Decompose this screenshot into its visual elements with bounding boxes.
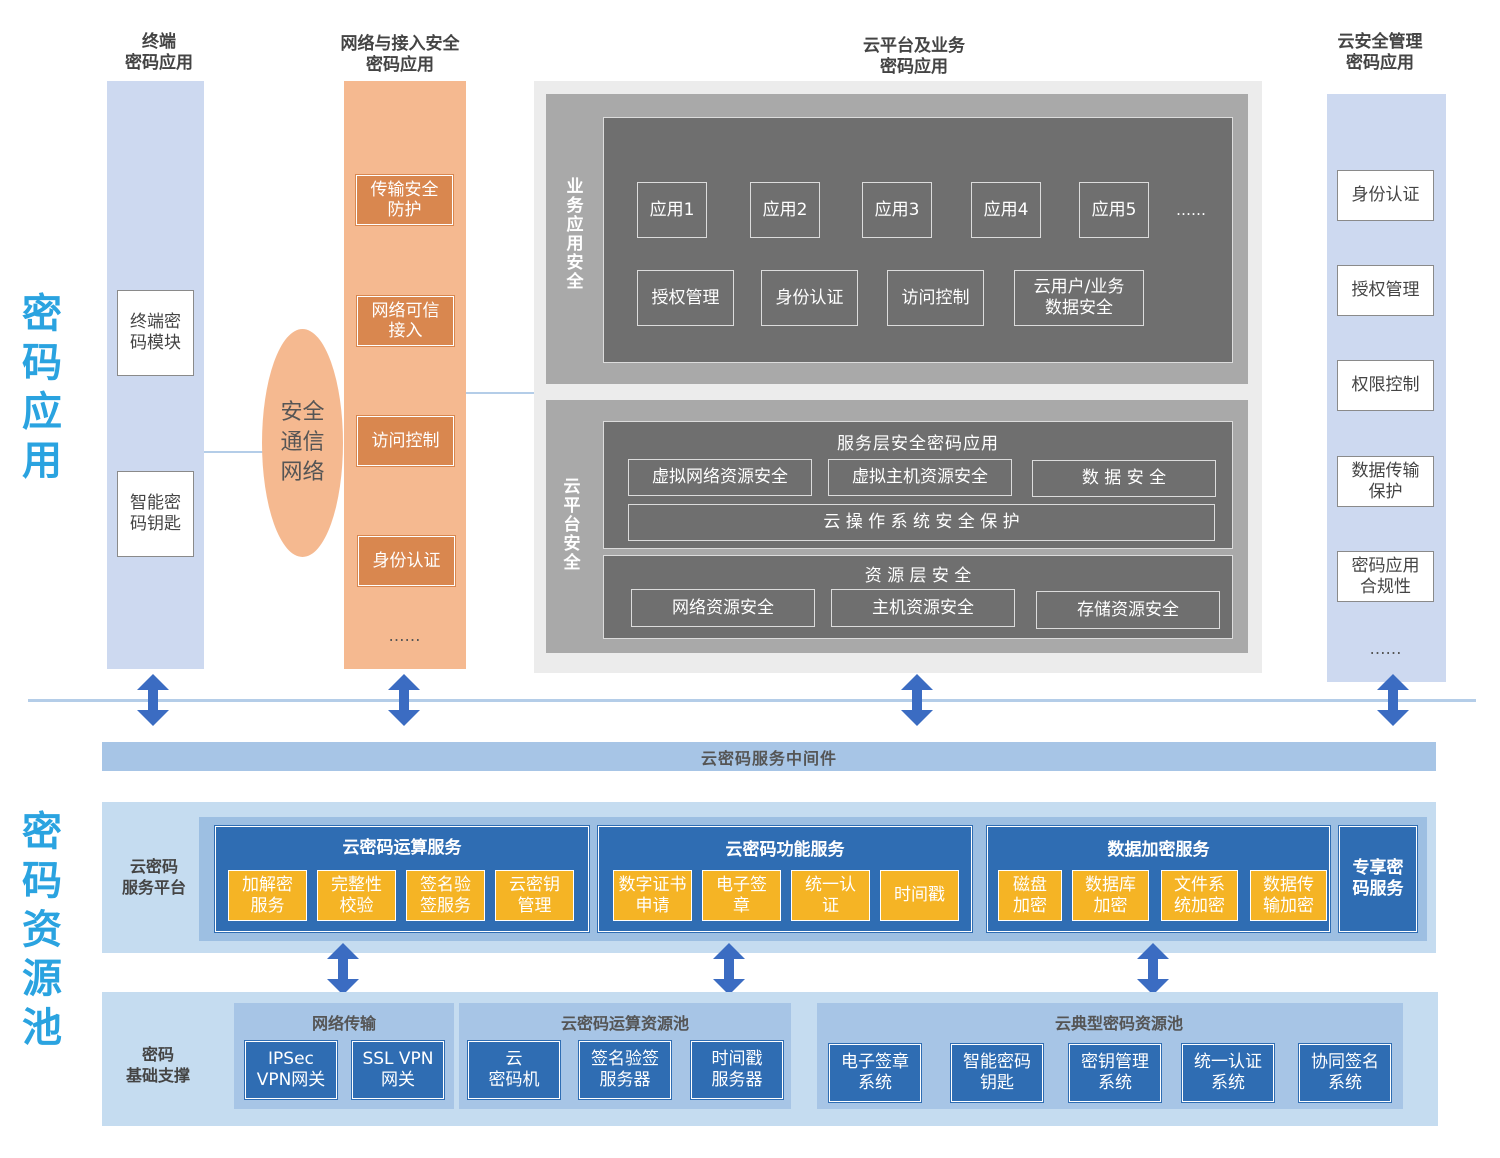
- terminal-ellipse-connector: [203, 451, 265, 453]
- pool-arrow-2-icon: [713, 943, 745, 995]
- mgmt-identity-auth-box: 身份认证: [1337, 170, 1434, 221]
- app-1: 应用1: [637, 182, 707, 238]
- side-label-crypto-resource-pool: 密 码 资 源 池: [22, 809, 62, 1051]
- business-access-control-box: 访问控制: [887, 270, 984, 326]
- service-layer-title: 服务层安全密码应用: [837, 433, 999, 454]
- ssl-vpn-gateway-box: SSL VPN 网关: [352, 1041, 444, 1099]
- virtual-host-security-box: 虚拟主机资源安全: [828, 459, 1012, 496]
- e-seal-box: 电子签 章: [702, 870, 781, 921]
- business-inner-panel: [603, 117, 1233, 363]
- smart-crypto-key: 智能密 码钥匙: [117, 471, 194, 557]
- app-4: 应用4: [971, 182, 1041, 238]
- side-label-crypto-application: 密 码 应 用: [22, 291, 62, 484]
- crypto-function-service-title: 云密码功能服务: [725, 839, 845, 860]
- secure-comm-network-ellipse: 安全 通信 网络: [262, 329, 343, 557]
- key-mgmt-system-box: 密钥管理 系统: [1069, 1044, 1161, 1102]
- app-3: 应用3: [862, 182, 932, 238]
- network-more-ellipsis: ……: [388, 625, 421, 645]
- apps-more-ellipsis: ……: [1176, 201, 1206, 219]
- business-identity-auth-box: 身份认证: [761, 270, 858, 326]
- filesystem-encryption-box: 文件系 统加密: [1161, 870, 1238, 921]
- transfer-encryption-box: 数据传 输加密: [1250, 870, 1327, 921]
- app-2: 应用2: [750, 182, 820, 238]
- signature-server-box: 签名验签 服务器: [579, 1041, 671, 1099]
- pool-arrow-3-icon: [1137, 943, 1169, 995]
- storage-resource-security-box: 存储资源安全: [1036, 591, 1220, 629]
- encrypt-decrypt-service-box: 加解密 服务: [228, 870, 307, 921]
- mgmt-crypto-compliance-box: 密码应用 合规性: [1337, 551, 1434, 602]
- unified-auth-box: 统一认 证: [791, 870, 870, 921]
- terminal-crypto-module: 终端密 码模块: [117, 290, 194, 376]
- mgmt-more-ellipsis: ……: [1369, 638, 1402, 658]
- digital-cert-request-box: 数字证书 申请: [613, 870, 692, 921]
- unified-auth-system-box: 统一认证 系统: [1182, 1044, 1274, 1102]
- host-resource-security-box: 主机资源安全: [831, 589, 1015, 627]
- cloud-crypto-machine-box: 云 密码机: [468, 1041, 560, 1099]
- collaborative-signature-box: 协同签名 系统: [1299, 1044, 1391, 1102]
- identity-auth-box: 身份认证: [358, 536, 455, 586]
- authorization-mgmt-box: 授权管理: [637, 270, 734, 326]
- terminal-column-title: 终端 密码应用: [125, 32, 193, 73]
- network-resource-security-box: 网络资源安全: [631, 589, 815, 627]
- trusted-access-box: 网络可信 接入: [357, 296, 454, 346]
- pool-arrow-1-icon: [327, 943, 359, 995]
- database-encryption-box: 数据库 加密: [1072, 870, 1149, 921]
- crypto-compute-pool-title: 云密码运算资源池: [560, 1014, 689, 1033]
- smart-key-box: 智能密码 钥匙: [951, 1044, 1043, 1102]
- mgmt-column-title: 云安全管理 密码应用: [1337, 32, 1423, 73]
- integrity-check-box: 完整性 校验: [317, 870, 396, 921]
- cloud-user-data-security-box: 云用户/业务 数据安全: [1014, 270, 1144, 326]
- platform-security-label: 云 平 台 安 全: [563, 477, 581, 573]
- crypto-compute-service-title: 云密码运算服务: [342, 837, 462, 858]
- disk-encryption-box: 磁盘 加密: [998, 870, 1062, 921]
- mgmt-data-transfer-protection-box: 数据传输 保护: [1337, 456, 1434, 507]
- cloud-key-mgmt-box: 云密钥 管理: [495, 870, 574, 921]
- cloud-crypto-middleware-bar: 云密码服务中间件: [102, 742, 1436, 771]
- data-encryption-service-title: 数据加密服务: [1107, 839, 1210, 860]
- data-security-box: 数 据 安 全: [1032, 460, 1216, 497]
- infrastructure-label: 密码 基础支撑: [125, 1045, 190, 1085]
- resource-layer-title: 资 源 层 安 全: [864, 565, 972, 586]
- signature-verify-service-box: 签名验 签服务: [406, 870, 485, 921]
- mgmt-authorization-box: 授权管理: [1337, 265, 1434, 316]
- access-control-box: 访问控制: [357, 416, 454, 466]
- typical-crypto-pool-title: 云典型密码资源池: [1054, 1014, 1183, 1033]
- network-transport-title: 网络传输: [311, 1014, 376, 1033]
- transport-security-box: 传输安全 防护: [356, 175, 453, 225]
- business-security-label: 业 务 应 用 安 全: [566, 177, 584, 292]
- network-column-title: 网络与接入安全 密码应用: [340, 34, 460, 75]
- service-platform-label: 云密码 服务平台: [121, 857, 186, 897]
- timestamp-server-box: 时间戳 服务器: [691, 1041, 783, 1099]
- cloud-column-title: 云平台及业务 密码应用: [863, 36, 965, 77]
- dedicated-crypto-service-box: 专享密 码服务: [1339, 826, 1417, 932]
- terminal-double-arrow-icon: [137, 674, 169, 726]
- virtual-network-security-box: 虚拟网络资源安全: [628, 459, 812, 496]
- ipsec-vpn-gateway-box: IPSec VPN网关: [245, 1041, 337, 1099]
- timestamp-box: 时间戳: [880, 870, 959, 921]
- mgmt-double-arrow-icon: [1377, 674, 1409, 726]
- network-double-arrow-icon: [388, 674, 420, 726]
- e-seal-system-box: 电子签章 系统: [829, 1044, 921, 1102]
- top-divider-line: [28, 699, 1476, 702]
- mgmt-permission-control-box: 权限控制: [1337, 360, 1434, 411]
- app-5: 应用5: [1079, 182, 1149, 238]
- cloud-double-arrow-icon: [901, 674, 933, 726]
- cloud-os-protection-box: 云 操 作 系 统 安 全 保 护: [628, 504, 1215, 541]
- network-cloud-connector: [466, 392, 536, 394]
